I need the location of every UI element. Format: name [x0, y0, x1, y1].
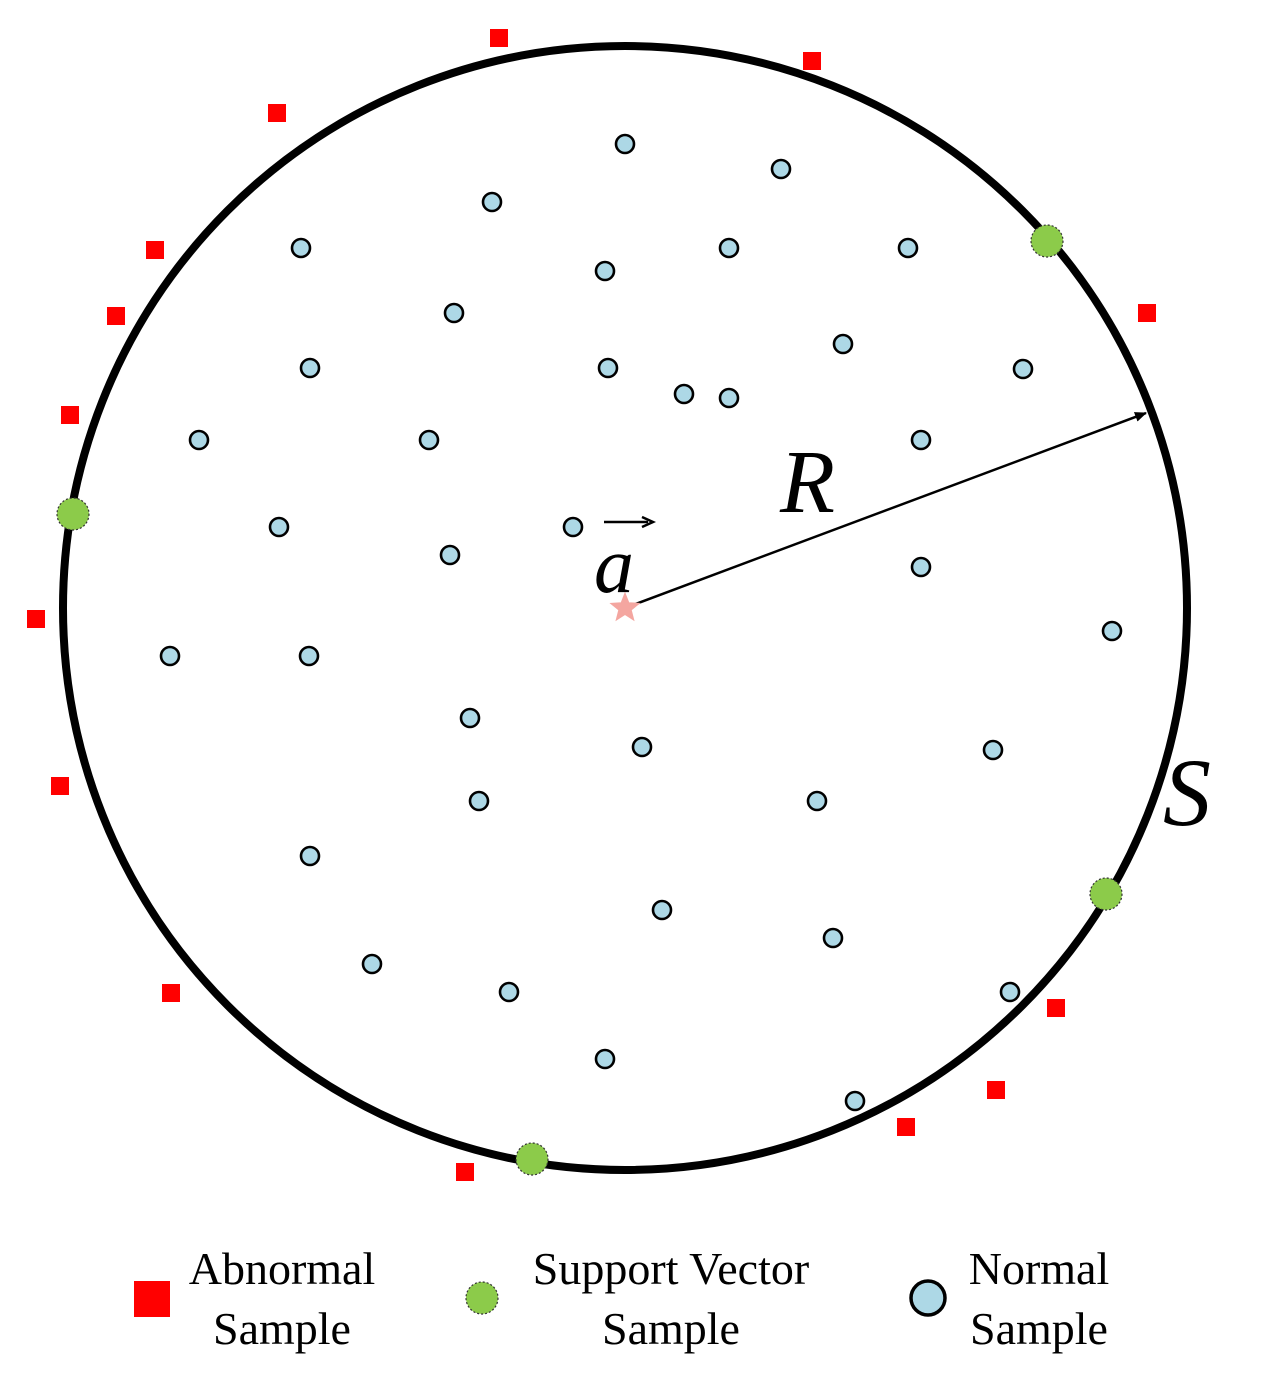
abnormal-sample-marker [1138, 304, 1156, 322]
normal-sample-marker [443, 302, 465, 324]
abnormal-sample-marker [268, 104, 286, 122]
normal-sample-marker [631, 736, 653, 758]
blue-circle-icon [909, 1279, 947, 1317]
abnormal-sample-marker [162, 984, 180, 1002]
normal-sample-marker [844, 1090, 866, 1112]
legend-abnormal-line2: Sample [213, 1303, 351, 1354]
support-vector-marker [1030, 224, 1064, 258]
vector-arrow-icon [604, 515, 657, 529]
boundary-circle [59, 42, 1191, 1174]
abnormal-sample-marker [987, 1081, 1005, 1099]
normal-sample-marker [268, 516, 290, 538]
normal-sample-marker [897, 237, 919, 259]
normal-sample-marker [770, 158, 792, 180]
normal-sample-marker [614, 133, 636, 155]
normal-sample-marker [298, 645, 320, 667]
normal-sample-marker [718, 237, 740, 259]
normal-sample-marker [822, 927, 844, 949]
abnormal-sample-marker [107, 307, 125, 325]
abnormal-sample-marker [1047, 999, 1065, 1017]
normal-sample-marker [299, 357, 321, 379]
normal-sample-marker [1101, 620, 1123, 642]
abnormal-sample-marker [146, 241, 164, 259]
normal-sample-marker [910, 556, 932, 578]
normal-sample-marker [594, 1048, 616, 1070]
abnormal-sample-marker [456, 1163, 474, 1181]
radius-arrow [624, 411, 1147, 610]
abnormal-sample-marker [897, 1118, 915, 1136]
normal-sample-marker [562, 516, 584, 538]
normal-sample-marker [594, 260, 616, 282]
support-vector-marker [1089, 877, 1123, 911]
normal-sample-marker [188, 429, 210, 451]
legend-support-line2: Sample [602, 1303, 740, 1354]
normal-sample-marker [468, 790, 490, 812]
support-vector-marker [515, 1142, 549, 1176]
abnormal-sample-marker [803, 52, 821, 70]
legend-abnormal-line1: Abnormal [189, 1243, 376, 1294]
normal-samples [159, 133, 1123, 1112]
normal-sample-marker [673, 383, 695, 405]
normal-sample-marker [832, 333, 854, 355]
boundary-label: S [1163, 739, 1211, 846]
normal-sample-marker [459, 707, 481, 729]
normal-sample-marker [982, 739, 1004, 761]
normal-sample-marker [299, 845, 321, 867]
abnormal-samples [27, 29, 1156, 1181]
legend-support-line1: Support Vector [533, 1243, 809, 1294]
normal-sample-marker [159, 645, 181, 667]
normal-sample-marker [1012, 358, 1034, 380]
support-vector-samples [56, 224, 1123, 1176]
normal-sample-marker [651, 899, 673, 921]
normal-sample-marker [418, 429, 440, 451]
legend-normal-line1: Normal [969, 1243, 1110, 1294]
abnormal-sample-marker [51, 777, 69, 795]
green-circle-icon [465, 1281, 499, 1315]
normal-sample-marker [439, 544, 461, 566]
normal-sample-marker [806, 790, 828, 812]
normal-sample-marker [718, 387, 740, 409]
normal-sample-marker [999, 981, 1021, 1003]
normal-sample-marker [910, 429, 932, 451]
normal-sample-marker [498, 981, 520, 1003]
support-vector-marker [56, 497, 90, 531]
center-star-icon [609, 591, 641, 622]
center-label: a [594, 522, 634, 610]
normal-sample-marker [597, 357, 619, 379]
legend: Abnormal Sample Support Vector Sample No… [134, 1243, 1109, 1354]
radius-label: R [779, 433, 835, 532]
normal-sample-marker [361, 953, 383, 975]
red-square-icon [134, 1281, 170, 1317]
normal-sample-marker [481, 191, 503, 213]
legend-normal-line2: Sample [970, 1303, 1108, 1354]
abnormal-sample-marker [27, 610, 45, 628]
abnormal-sample-marker [61, 406, 79, 424]
abnormal-sample-marker [490, 29, 508, 47]
normal-sample-marker [290, 237, 312, 259]
